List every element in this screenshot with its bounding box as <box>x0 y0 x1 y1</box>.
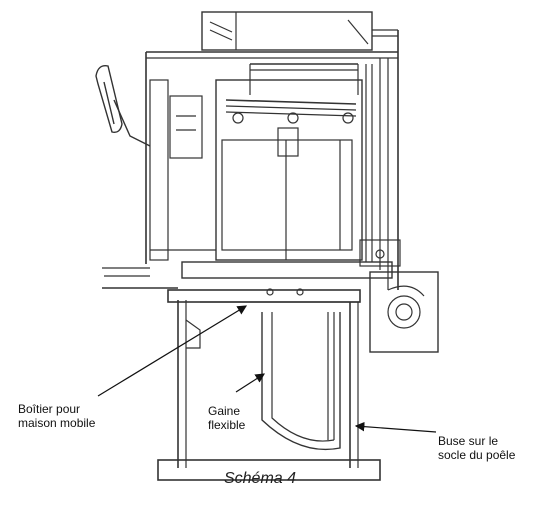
duct-leader-line <box>235 373 266 393</box>
nozzle-leader-line <box>354 421 437 433</box>
duct-label-line2: flexible <box>208 418 246 432</box>
housing-label-line1: Boîtier pour <box>18 402 81 416</box>
nozzle-label-line2: socle du poêle <box>438 448 516 462</box>
housing-leader-line <box>97 305 248 397</box>
door-handle <box>95 65 151 147</box>
nozzle-label-line1: Buse sur le <box>438 434 499 448</box>
figure-caption: Schéma 4 <box>223 470 297 487</box>
duct-label-line1: Gaine <box>208 404 241 418</box>
housing-label: Boîtier pour maison mobile <box>18 402 95 430</box>
housing-label-line2: maison mobile <box>18 416 96 430</box>
nozzle-label: Buse sur le socle du poêle <box>438 434 515 462</box>
duct-label: Gaine flexible <box>208 404 245 432</box>
stove-body <box>102 11 439 481</box>
